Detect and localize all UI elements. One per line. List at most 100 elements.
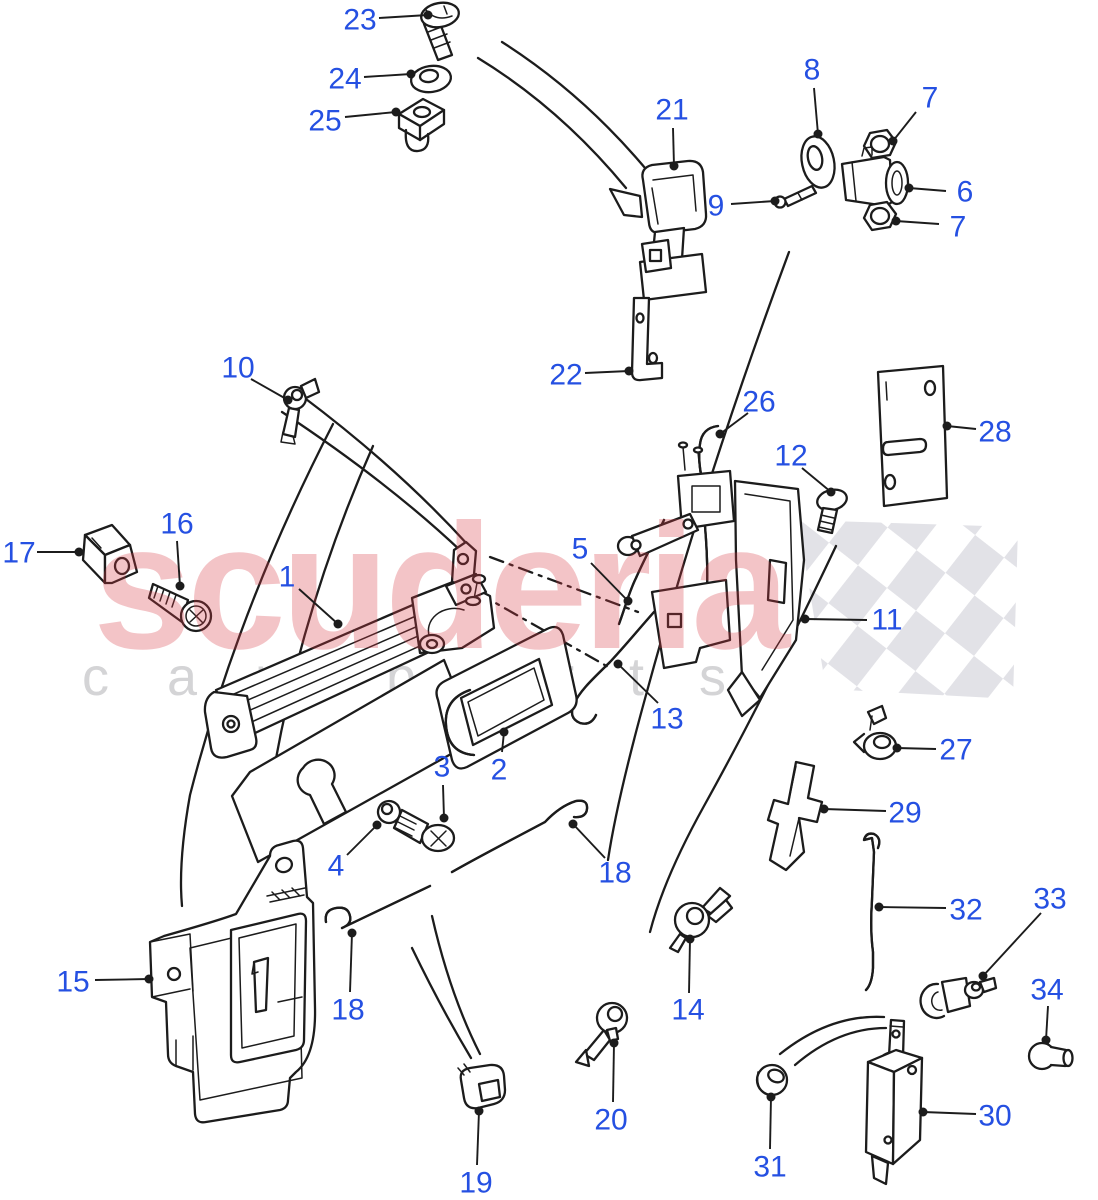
leader-dot: [74, 547, 84, 557]
leader-line: [769, 1096, 772, 1150]
leader-dot: [499, 727, 509, 737]
part-number-label: 10: [221, 352, 254, 385]
leader-dot: [613, 659, 623, 669]
leader-dot: [888, 136, 898, 146]
part-23-screw: [420, 1, 460, 62]
callout-15: 15: [56, 966, 154, 999]
callout-9: 9: [708, 190, 780, 223]
part-6-lock-barrel: [840, 146, 910, 208]
callout-33: 33: [978, 883, 1067, 981]
part-1-outer-handle: [203, 540, 496, 759]
callout-20: 20: [594, 1038, 628, 1137]
callout-13: 13: [613, 659, 684, 736]
part-number-label: 28: [978, 416, 1011, 449]
callout-29: 29: [819, 797, 922, 830]
part-number-label: 22: [549, 359, 582, 392]
leader-dot: [669, 161, 679, 171]
part-number-label: 15: [56, 966, 89, 999]
leader-dot: [347, 928, 357, 938]
part-number-label: 21: [655, 94, 688, 127]
leader-line: [672, 127, 675, 167]
leader-line: [584, 370, 630, 374]
part-15-surround: [148, 839, 317, 1124]
callout-21: 21: [655, 94, 689, 171]
part-33-clip: [919, 976, 998, 1020]
callout-24: 24: [328, 63, 416, 96]
part-number-label: 16: [160, 508, 193, 541]
leader-dot: [891, 216, 901, 226]
part-3-screw: [392, 808, 456, 853]
leader-line: [804, 618, 868, 621]
callout-23: 23: [343, 4, 433, 37]
leader-dot: [874, 902, 884, 912]
callout-10: 10: [221, 352, 293, 405]
callout-34: 34: [1030, 974, 1064, 1045]
part-number-label: 17: [2, 537, 35, 570]
leader-dot: [918, 1107, 928, 1117]
callout-22: 22: [549, 359, 634, 392]
leader-line: [982, 912, 1042, 977]
leader-dot: [333, 619, 343, 629]
leader-line: [346, 824, 378, 856]
part-30-actuator: [864, 1018, 924, 1186]
leader-dot: [770, 196, 780, 206]
leader-dot: [439, 813, 449, 823]
part-number-label: 5: [572, 533, 589, 566]
line-art: [81, 1, 1074, 1186]
leader-dot: [175, 581, 185, 591]
part-number-label: 32: [949, 894, 982, 927]
part-9-pin: [773, 184, 818, 209]
part-number-label: 2: [491, 754, 508, 787]
part-number-label: 33: [1033, 883, 1066, 916]
callout-5: 5: [572, 533, 633, 606]
part-number-label: 14: [671, 994, 704, 1027]
leader-line: [896, 747, 937, 750]
leader-line: [688, 938, 691, 994]
part-32-rod: [862, 832, 881, 992]
part-2-escutcheon: [435, 625, 578, 770]
part-number-label: 31: [753, 1151, 786, 1184]
leader-line: [1045, 1005, 1049, 1041]
callout-7: 7: [888, 82, 938, 146]
part-number-label: 30: [978, 1100, 1011, 1133]
leader-line: [612, 1042, 615, 1103]
part-number-label: 25: [308, 105, 341, 138]
part-number-label: 3: [434, 751, 451, 784]
leader-dot: [1041, 1035, 1051, 1045]
leader-dot: [715, 429, 725, 439]
part-21-lock-actuator: [608, 159, 708, 302]
part-number-label: 29: [888, 797, 921, 830]
part-number-label: 7: [950, 211, 967, 244]
part-7-nut-lower: [862, 200, 898, 232]
part-4-washer: [376, 799, 402, 825]
callout-18: 18: [568, 819, 632, 890]
part-number-label: 34: [1030, 974, 1063, 1007]
part-number-label: 6: [957, 176, 974, 209]
callout-3: 3: [434, 751, 451, 823]
part-17-plug: [81, 523, 139, 585]
callout-4: 4: [328, 820, 382, 883]
leader-dot: [819, 804, 829, 814]
leader-line: [878, 906, 947, 909]
leader-line: [895, 220, 940, 225]
part-8-washer: [800, 135, 836, 189]
part-number-label: 13: [650, 703, 683, 736]
leader-line: [823, 808, 887, 812]
part-number-label: 27: [939, 734, 972, 767]
leader-line: [719, 412, 749, 435]
callout-12: 12: [774, 440, 836, 497]
leader-dot: [904, 183, 914, 193]
leader-dot: [813, 129, 823, 139]
leader-line: [349, 932, 353, 993]
callout-26: 26: [715, 386, 776, 439]
leader-line: [442, 784, 445, 819]
checkered-flag-watermark: [798, 520, 1018, 699]
callout-25: 25: [308, 105, 401, 138]
leader-dot: [766, 1092, 776, 1102]
leader-line: [94, 978, 150, 981]
part-29-wedge: [766, 760, 824, 872]
part-16-screw: [147, 582, 213, 633]
leader-dot: [283, 395, 293, 405]
leader-dot: [942, 421, 952, 431]
